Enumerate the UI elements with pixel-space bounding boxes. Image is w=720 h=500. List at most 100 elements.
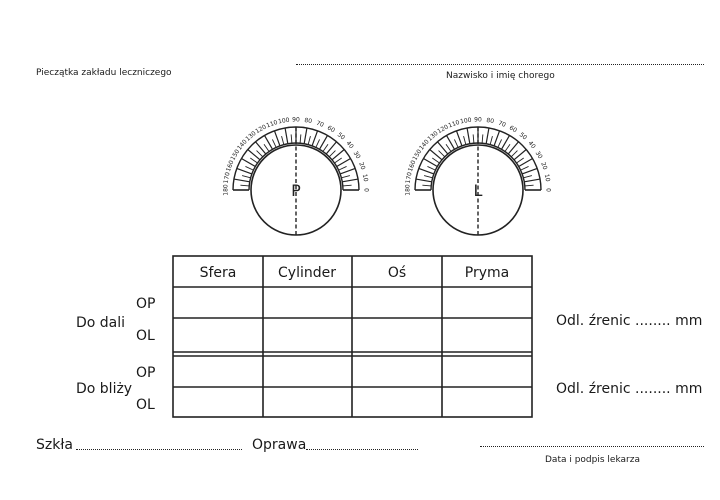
dial-tick xyxy=(303,127,308,144)
dial-tick xyxy=(513,149,527,161)
dial-tick-label: 0 xyxy=(545,188,552,192)
dial-tick-label: 80 xyxy=(486,117,495,125)
header-sfera: Sfera xyxy=(200,265,237,281)
dial-tick xyxy=(336,157,351,168)
patient-name-line[interactable] xyxy=(296,64,704,65)
dial-tick xyxy=(331,149,345,161)
pupil-distance-dots: ........ xyxy=(635,313,671,329)
dial-tick xyxy=(521,167,538,175)
dial-tick xyxy=(524,178,541,183)
frame-label: Oprawa xyxy=(252,437,307,453)
dial-tick xyxy=(240,184,250,187)
dial-tick-label: 70 xyxy=(497,120,507,129)
dial-tick xyxy=(338,166,347,171)
dial-tick xyxy=(437,141,449,155)
pupil-distance-unit: mm xyxy=(675,381,703,397)
glasses-line[interactable] xyxy=(76,449,242,450)
dial-tick xyxy=(415,178,432,183)
group-label-distance: Do dali xyxy=(76,315,125,331)
dial-tick xyxy=(445,144,452,152)
dial-tick xyxy=(516,157,524,164)
dial-tick xyxy=(250,157,258,164)
pupil-distance-near[interactable]: Odl. źrenic ........ mm xyxy=(556,381,702,397)
dial-tick-label: 160 xyxy=(407,159,418,172)
dial-tick xyxy=(500,135,511,150)
dial-tick-label: 30 xyxy=(534,150,544,160)
doctor-signature-label: Data i podpis lekarza xyxy=(545,455,640,465)
dial-tick xyxy=(263,144,270,152)
dial-tick-label: 50 xyxy=(336,131,346,141)
dial-tick-label: 80 xyxy=(304,117,313,125)
clinic-stamp-label: Pieczątka zakładu leczniczego xyxy=(36,68,172,78)
dial-tick xyxy=(284,127,289,144)
dial-tick-label: 70 xyxy=(315,120,325,129)
dial-tick-label: 120 xyxy=(254,123,268,135)
dial-tick xyxy=(318,135,329,150)
glasses-label: Szkła xyxy=(36,437,73,453)
dial-tick xyxy=(518,157,533,168)
dial-tick xyxy=(463,135,467,145)
dial-tick xyxy=(325,141,337,155)
dial-tick xyxy=(423,175,433,179)
dial-tick-label: 100 xyxy=(278,117,291,126)
dial-tick xyxy=(311,130,319,147)
dial-tick xyxy=(427,166,436,171)
dial-tick xyxy=(423,157,438,168)
dial-tick xyxy=(489,135,493,145)
dial-tick xyxy=(322,144,329,152)
dial-tick-label: 20 xyxy=(357,161,366,171)
dial-tick xyxy=(507,141,519,155)
dial-tick xyxy=(255,141,267,155)
dial-eye-letter: L xyxy=(474,181,483,200)
dial-tick xyxy=(481,134,484,144)
header-pryma: Pryma xyxy=(465,265,509,281)
dial-tick xyxy=(524,184,534,187)
dial-tick xyxy=(290,134,293,144)
dial-tick xyxy=(334,157,342,164)
pupil-distance-label: Odl. źrenic xyxy=(556,313,631,329)
dial-tick xyxy=(315,139,320,148)
dial-tick-label: 20 xyxy=(539,161,548,171)
dial-tick xyxy=(429,149,443,161)
dial-tick-label: 60 xyxy=(326,124,336,134)
dial-tick xyxy=(520,166,529,171)
dial-tick xyxy=(497,139,502,148)
header-os: Oś xyxy=(388,265,406,281)
dial-tick xyxy=(445,135,456,150)
pupil-distance-unit: mm xyxy=(675,313,703,329)
pupil-distance-label: Odl. źrenic xyxy=(556,381,631,397)
dial-tick-label: 40 xyxy=(526,140,536,150)
dial-tick xyxy=(418,167,435,175)
group-label-near: Do bliży xyxy=(76,381,132,397)
dial-tick-label: 10 xyxy=(543,173,551,182)
dial-tick-label: 120 xyxy=(436,123,450,135)
dial-tick xyxy=(328,150,336,158)
eye-label-op-near: OP xyxy=(136,365,155,381)
dial-tick xyxy=(307,135,311,145)
eye-label-op-distance: OP xyxy=(136,296,155,312)
dial-tick-label: 90 xyxy=(474,117,482,124)
dial-tick-label: 30 xyxy=(352,150,362,160)
dial-tick-label: 0 xyxy=(363,188,370,192)
dial-tick xyxy=(272,139,277,148)
dial-tick xyxy=(510,150,518,158)
eye-label-ol-near: OL xyxy=(136,397,155,413)
pupil-distance-distance[interactable]: Odl. źrenic ........ mm xyxy=(556,313,702,329)
dial-tick xyxy=(247,149,261,161)
dial-tick xyxy=(342,184,352,187)
dial-tick xyxy=(432,157,440,164)
frame-line[interactable] xyxy=(306,449,418,450)
dial-tick-label: 180 xyxy=(405,184,412,196)
dial-tick-label: 180 xyxy=(223,184,230,196)
dial-tick-label: 90 xyxy=(292,117,300,124)
dial-tick xyxy=(233,178,250,183)
dial-tick xyxy=(273,130,281,147)
dial-tick xyxy=(299,134,302,144)
dial-eye-letter: P xyxy=(291,181,301,200)
dial-tick xyxy=(263,135,274,150)
dial-tick xyxy=(504,144,511,152)
dial-tick xyxy=(245,166,254,171)
doctor-signature-line[interactable] xyxy=(480,446,704,447)
dial-tick xyxy=(472,134,475,144)
